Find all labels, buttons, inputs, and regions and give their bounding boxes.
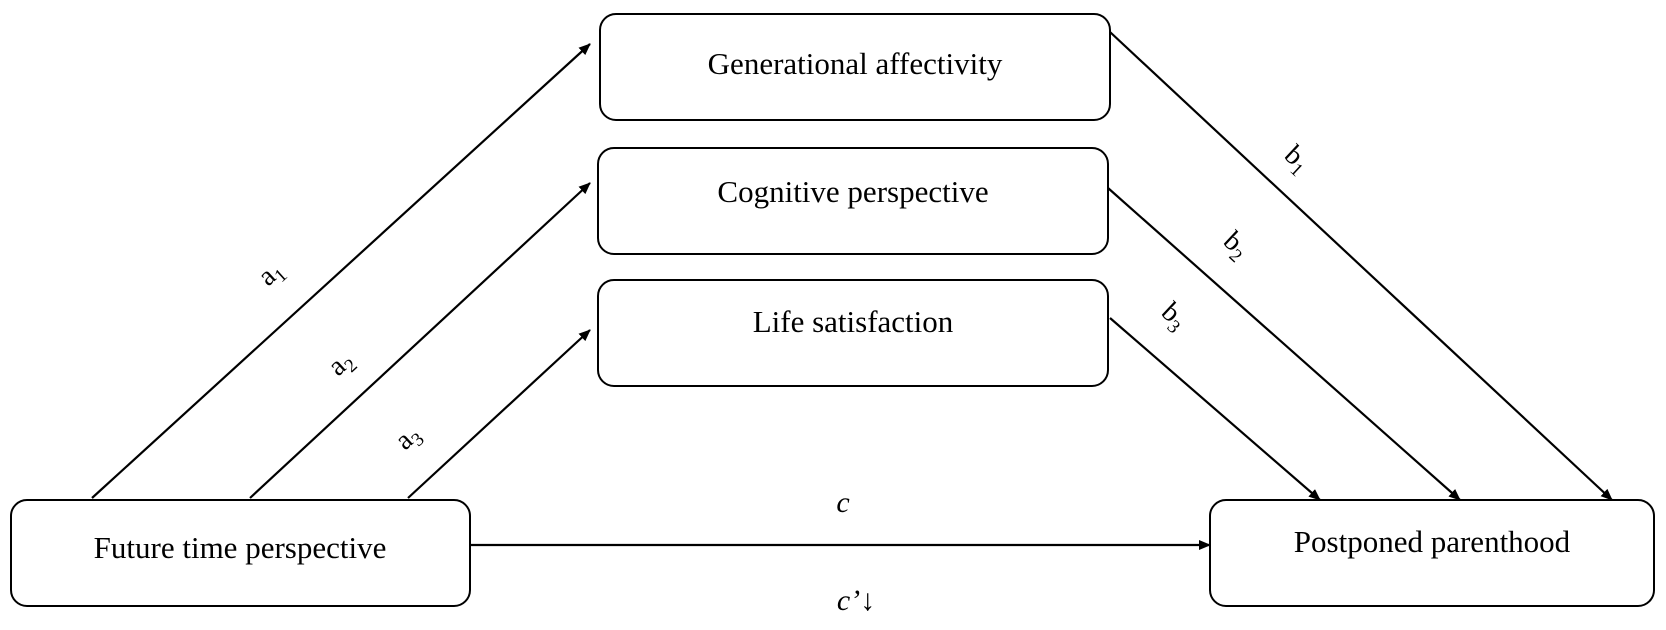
edge-a3 bbox=[407, 329, 591, 499]
node-postponed-parenthood: Postponed parenthood bbox=[1209, 499, 1655, 607]
node-life-satisfaction: Life satisfaction bbox=[597, 279, 1109, 387]
node-generational-affectivity: Generational affectivity bbox=[599, 13, 1111, 121]
label-a3: a3 bbox=[389, 418, 429, 459]
label-b2: b2 bbox=[1214, 225, 1255, 267]
edge-a1 bbox=[91, 43, 591, 499]
node-label: Cognitive perspective bbox=[717, 174, 988, 209]
node-label: Postponed parenthood bbox=[1294, 524, 1571, 559]
label-a1: a1 bbox=[252, 254, 292, 295]
node-future-time-perspective: Future time perspective bbox=[10, 499, 471, 607]
label-b1: b1 bbox=[1275, 139, 1316, 181]
label-c-prime: c’↓ bbox=[837, 584, 875, 617]
node-cognitive-perspective: Cognitive perspective bbox=[597, 147, 1109, 255]
node-label: Future time perspective bbox=[94, 530, 387, 565]
edge-b3 bbox=[1109, 317, 1321, 501]
edge-b1 bbox=[1109, 31, 1613, 501]
label-c: c bbox=[836, 486, 849, 519]
node-label: Life satisfaction bbox=[753, 304, 954, 339]
edge-a2 bbox=[249, 182, 591, 499]
edge-b2 bbox=[1107, 187, 1461, 501]
label-b3: b3 bbox=[1152, 296, 1193, 338]
node-label: Generational affectivity bbox=[708, 46, 1003, 81]
label-a2: a2 bbox=[322, 344, 362, 385]
